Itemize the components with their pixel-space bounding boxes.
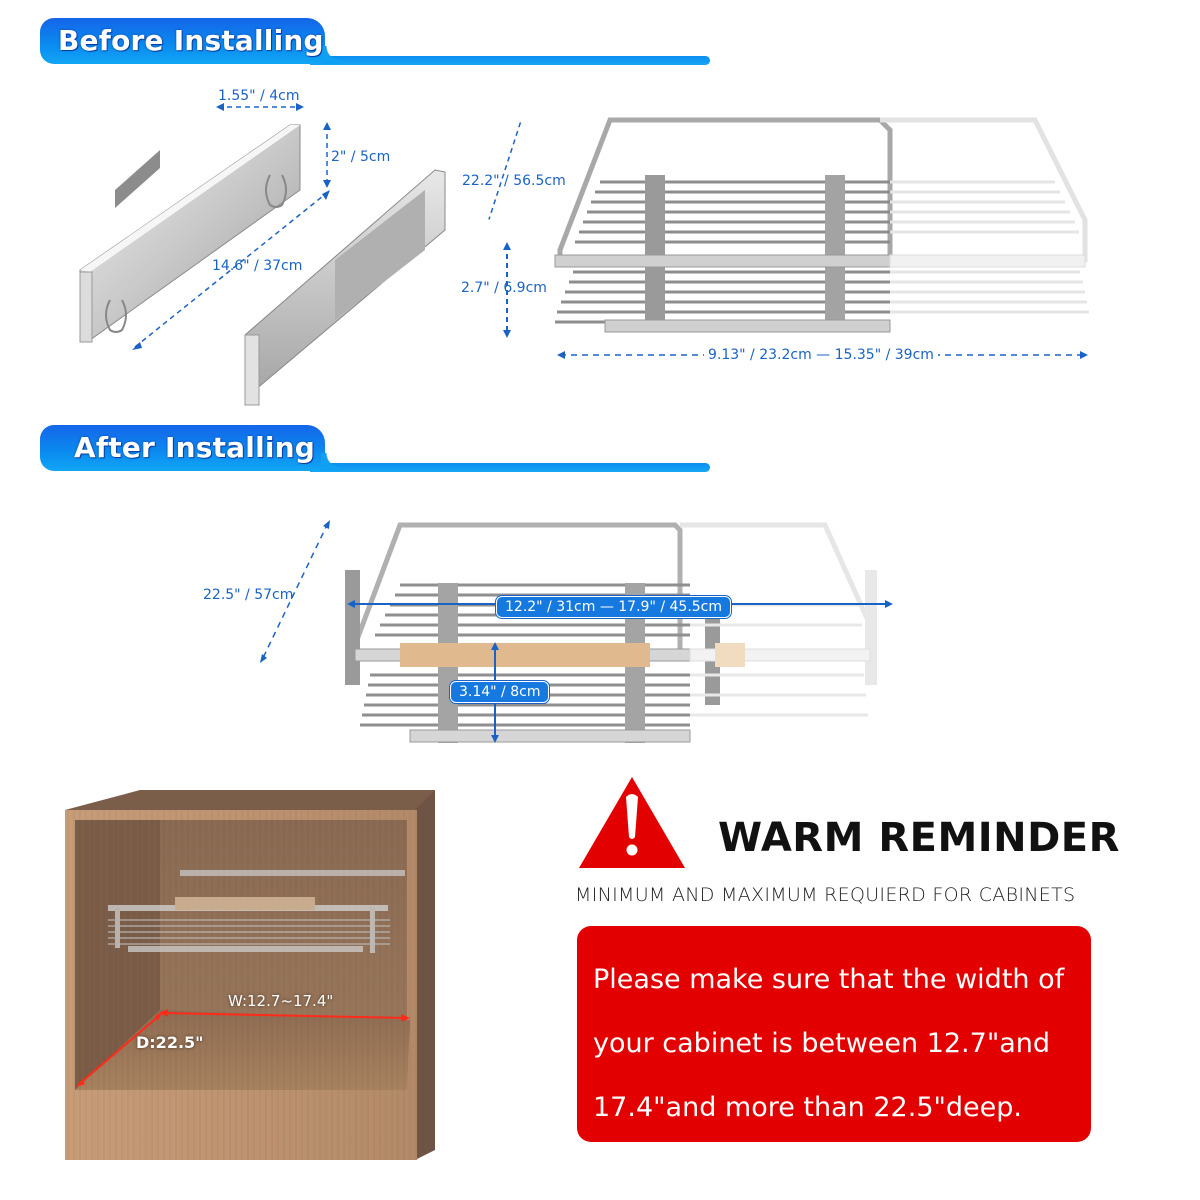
cabinet-depth-label: D:22.5" [136,1033,204,1052]
reminder-subtitle: MINIMUM AND MAXIMUM REQUIERD FOR CABINET… [575,884,1076,906]
notice-line: Please make sure that the width of [593,964,1065,995]
installed-depth-label: 22.5" / 57cm [203,587,294,603]
drawer-slide-rails-icon [79,103,446,406]
installed-width-range-badge: 12.2" / 31cm — 17.9" / 45.5cm [496,596,732,618]
header-tab [40,18,341,64]
header-underline [310,56,710,65]
wire-basket-drawer-icon [488,117,1089,359]
installed-height-badge: 3.14" / 8cm [450,681,550,703]
section-title-before: Before Installing [58,24,324,57]
header-tab [40,425,341,471]
rail-width-label: 1.55" / 4cm [218,88,300,104]
section-title-after: After Installing [74,431,316,464]
wire-basket-installed-icon [260,520,893,743]
basket-height-label: 2.7" / 6.9cm [461,280,547,296]
basket-depth-label: 22.2" / 56.5cm [462,173,566,189]
basket-width-range-label: 9.13" / 23.2cm — 15.35" / 39cm [704,347,938,363]
header-underline [310,463,710,472]
section-header-after-installing: After Installing [40,425,710,473]
reminder-notice-box: Please make sure that the width of your … [577,926,1091,1142]
section-header-before-installing: Before Installing [40,18,710,66]
cabinet-width-label: W:12.7~17.4" [228,992,334,1010]
wood-cabinet-icon [65,790,435,1160]
warning-triangle-icon [579,777,685,868]
reminder-title: WARM REMINDER [718,815,1120,861]
notice-line: your cabinet is between 12.7"and [593,1028,1051,1059]
rail-height-label: 2" / 5cm [331,149,391,165]
rail-length-label: 14.6" / 37cm [212,258,303,274]
notice-line: 17.4"and more than 22.5"deep. [593,1092,1022,1123]
